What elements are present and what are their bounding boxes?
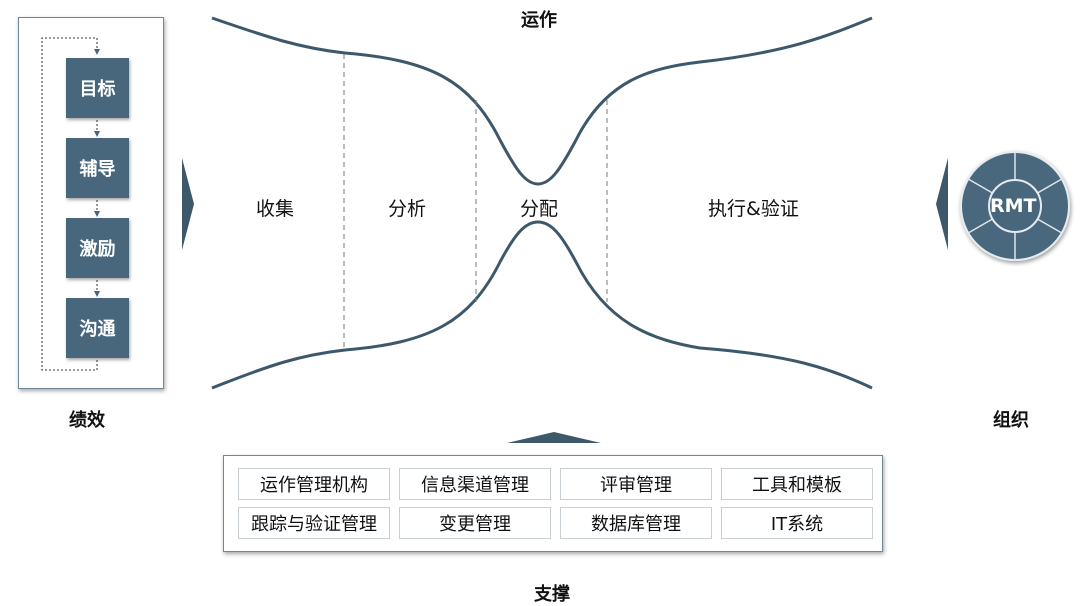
stage-analyze: 分析 [388,198,427,220]
up-arrow-icon [507,432,601,443]
organization-label: 组织 [993,410,1029,431]
rmt-badge: RMT [990,195,1037,217]
left-arrow-icon [182,158,194,250]
support-item: 数据库管理 [560,507,712,539]
support-item: 跟踪与验证管理 [238,507,390,539]
support-item: 变更管理 [399,507,551,539]
support-panel: 运作管理机构 信息渠道管理 评审管理 工具和模板 跟踪与验证管理 变更管理 数据… [223,455,883,552]
support-label: 支撑 [534,584,570,605]
step-goal: 目标 [66,58,129,118]
operation-title: 运作 [521,10,557,31]
performance-panel: 目标 辅导 激励 沟通 [18,17,164,389]
rmt-wheel-icon [960,151,1070,261]
support-item: 评审管理 [560,468,712,500]
step-coaching: 辅导 [66,138,129,198]
funnel-bottom-curve [211,220,873,390]
stage-collect: 收集 [256,198,295,220]
right-arrow-icon [936,158,948,250]
stage-execute-verify: 执行&验证 [708,198,799,220]
funnel-diagram [211,16,873,390]
step-incentive: 激励 [66,218,129,278]
support-item: 信息渠道管理 [399,468,551,500]
performance-label: 绩效 [69,410,105,431]
support-item: 工具和模板 [721,468,873,500]
support-item: 运作管理机构 [238,468,390,500]
stage-allocate: 分配 [520,198,559,220]
support-item: IT系统 [721,507,873,539]
funnel-top-curve [211,16,873,186]
step-communication: 沟通 [66,298,129,358]
